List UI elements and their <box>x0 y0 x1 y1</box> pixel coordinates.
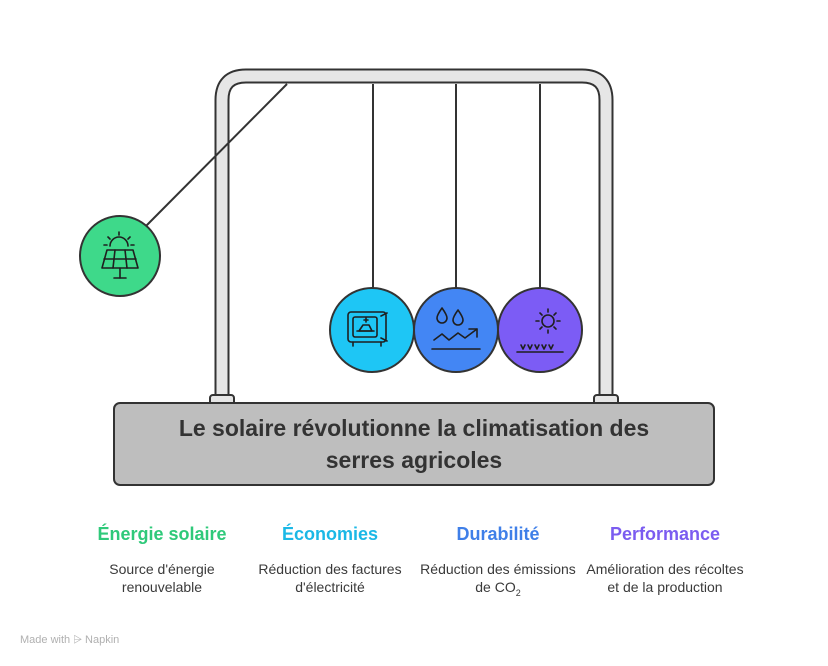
feature-description: Réduction des factures d'électricité <box>258 561 402 595</box>
feature-description-text: Réduction des émissions de CO <box>420 561 576 595</box>
safe-icon <box>347 311 388 347</box>
ball-performance <box>497 287 583 373</box>
feature-performance: Performance Amélioration des récoltes et… <box>580 522 750 596</box>
feature-durability: Durabilité Réduction des émissions de CO… <box>413 522 583 602</box>
feature-title: Énergie solaire <box>97 524 227 544</box>
feature-savings: Économies Réduction des factures d'élect… <box>245 522 415 596</box>
ball-durability <box>413 287 499 373</box>
feature-title: Performance <box>609 524 721 544</box>
cradle-base <box>113 402 715 486</box>
feature-description: Amélioration des récoltes et de la produ… <box>586 561 744 595</box>
feature-solar-energy: Énergie solaire Source d'énergie renouve… <box>77 522 247 596</box>
solar-panel-icon <box>101 231 139 279</box>
sun-crop-icon <box>516 308 564 353</box>
ball-savings <box>329 287 415 373</box>
feature-description: Réduction des émissions de CO2 <box>413 560 583 602</box>
diagram-title: Le solaire révolutionne la climatisation… <box>178 415 650 473</box>
ball-solar <box>79 215 161 297</box>
feature-description: Source d'énergie renouvelable <box>109 561 215 595</box>
feature-title: Économies <box>281 524 379 544</box>
subscript-two: 2 <box>515 587 521 598</box>
feature-title: Durabilité <box>456 524 540 544</box>
made-with-napkin-footer: Made with ⩥ Napkin <box>20 634 120 646</box>
water-drops-growth-icon <box>431 307 481 350</box>
string-solar <box>144 83 288 228</box>
